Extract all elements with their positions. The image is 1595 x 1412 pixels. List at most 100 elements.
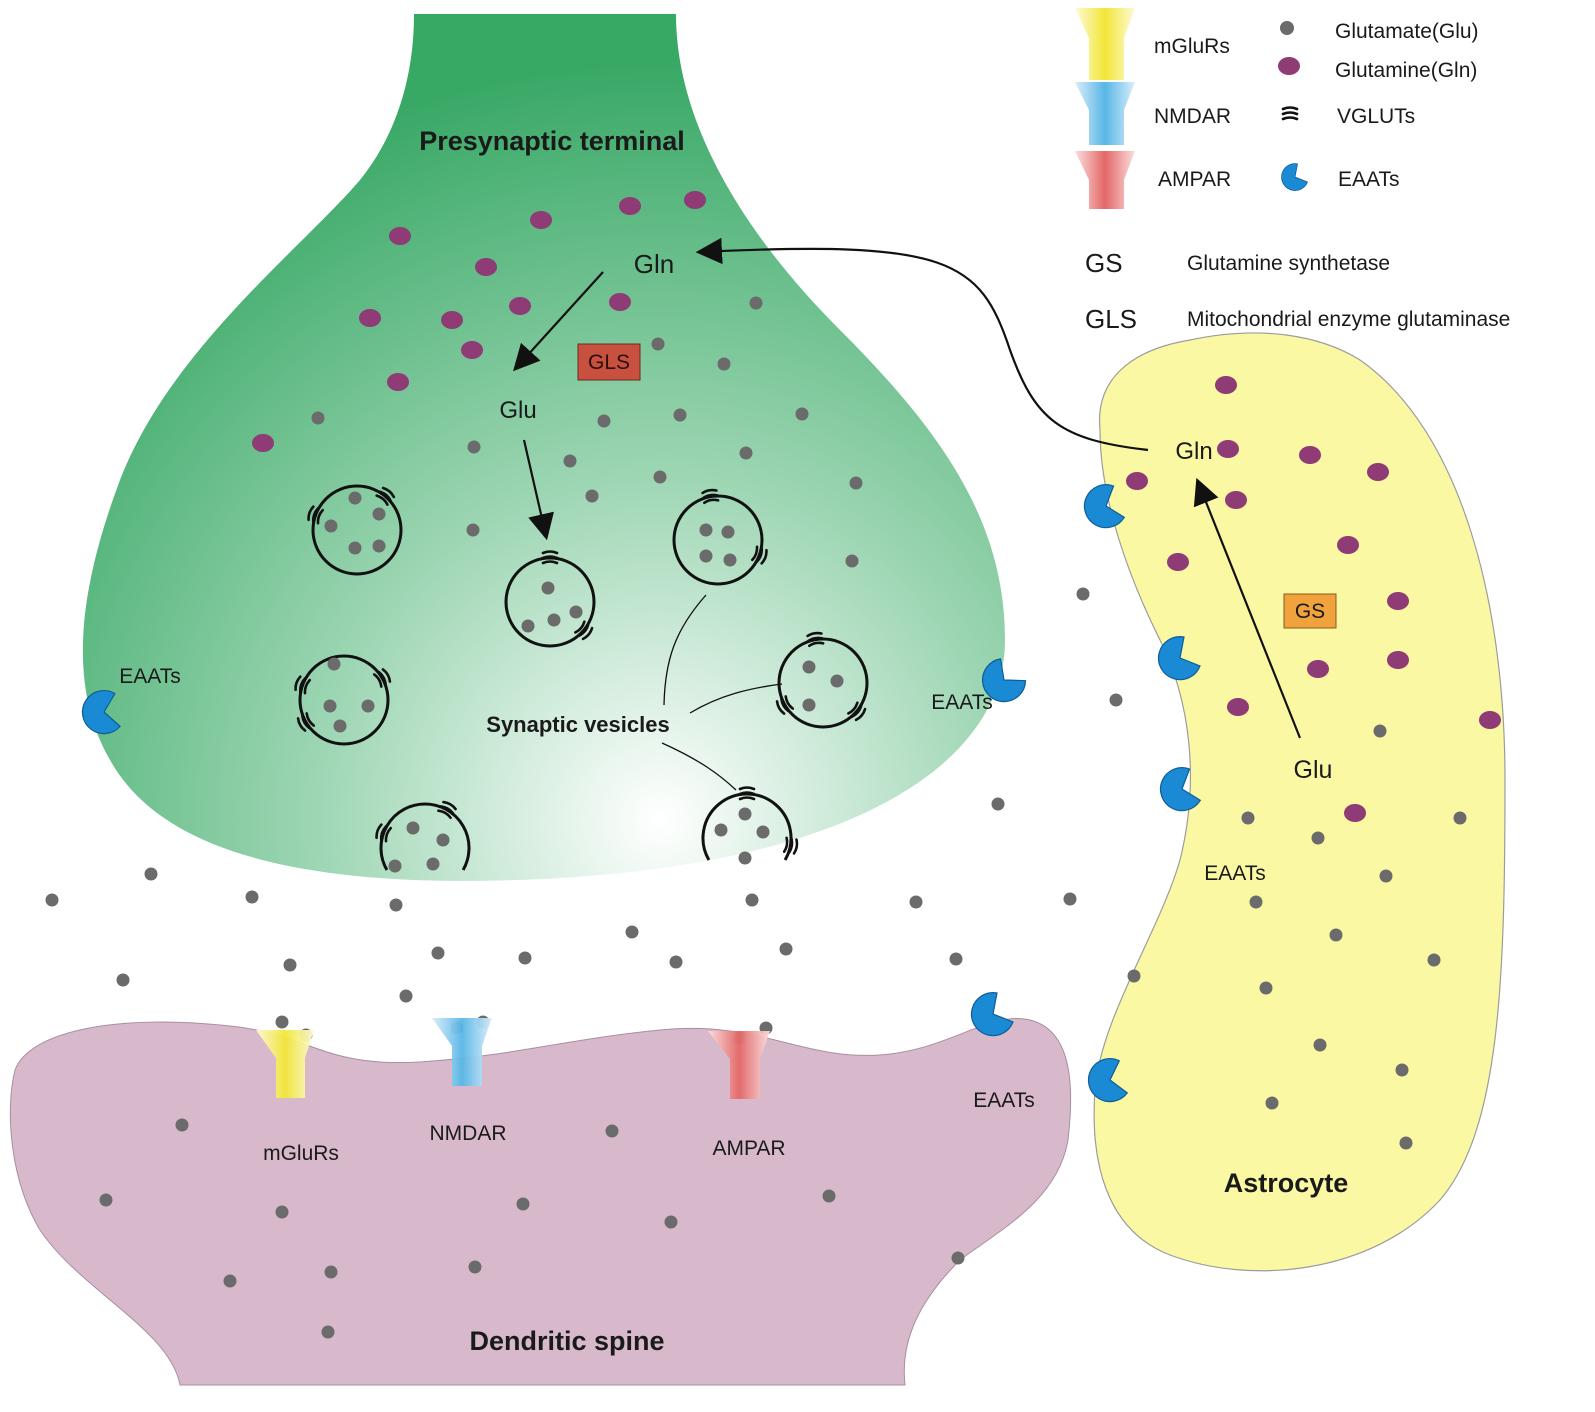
vesicle-glutamate-dot: [324, 519, 338, 533]
glutamate-dot: [673, 408, 687, 422]
legend-gs-full: Glutamine synthetase: [1187, 252, 1390, 275]
glutamate-dot: [849, 476, 863, 490]
legend-glutamine-label: Glutamine(Gln): [1335, 59, 1477, 82]
glutamine-dot: [1217, 440, 1239, 458]
glutamine-dot: [1307, 660, 1329, 678]
glutamate-dot: [144, 867, 158, 881]
dendrite-eaats-label: EAATs: [973, 1089, 1034, 1112]
glutamine-dot: [609, 293, 631, 311]
legend-mglurs-label: mGluRs: [1154, 35, 1230, 58]
astrocyte-gln-label: Gln: [1175, 438, 1212, 465]
glutamate-dot: [1109, 693, 1123, 707]
glutamine-dot: [619, 197, 641, 215]
astrocyte-cell: [1093, 332, 1506, 1272]
presynaptic-title: Presynaptic terminal: [419, 126, 685, 156]
vesicle-glutamate-dot: [802, 660, 816, 674]
vesicle-glutamate-dot: [569, 605, 583, 619]
presynaptic-eaats-left-label: EAATs: [119, 665, 180, 688]
glutamate-dot: [745, 893, 759, 907]
glutamate-dot: [324, 1265, 338, 1279]
glutamate-dot: [625, 925, 639, 939]
glu-to-vesicle-arrow: [522, 439, 554, 541]
glutamate-dot: [795, 407, 809, 421]
glutamine-dot: [1225, 491, 1247, 509]
glutamate-dot: [389, 898, 403, 912]
glutamate-dot: [311, 411, 325, 425]
glutamine-dot: [441, 311, 463, 329]
glutamine-dot: [1479, 711, 1501, 729]
vesicle-membrane: [701, 792, 793, 861]
synaptic-vesicles: [292, 484, 869, 873]
glutamine-dot: [389, 227, 411, 245]
glutamate-dot: [518, 951, 532, 965]
vesicle-glutamate-dot: [348, 541, 362, 555]
glutamate-dot: [779, 942, 793, 956]
vglut-transporter: [782, 836, 800, 855]
glutamate-dot: [949, 952, 963, 966]
glutamate-dot: [399, 989, 413, 1003]
glutamate-dot: [1311, 831, 1325, 845]
vesicle-glutamate-dot: [426, 857, 440, 871]
glutamate-dot: [749, 296, 763, 310]
legend-nmdar-icon: [1075, 82, 1135, 145]
vesicle-glutamate-dot: [699, 523, 713, 537]
vesicle-glutamate-dot: [802, 698, 816, 712]
glutamate-dot: [563, 454, 577, 468]
glutamate-dot: [1241, 811, 1255, 825]
legend-eaats-label: EAATs: [1338, 168, 1399, 191]
glutamate-dot: [653, 470, 667, 484]
legend-nmdar-label: NMDAR: [1154, 105, 1231, 128]
glutamine-dot: [1337, 536, 1359, 554]
vesicle-glutamate-dot: [721, 525, 735, 539]
astrocyte-glu-label: Glu: [1294, 756, 1333, 784]
astrocyte-eaats-label: EAATs: [1204, 862, 1265, 885]
legend: mGluRs NMDAR AMPAR Glutamate(Glu) Glutam…: [1075, 8, 1510, 334]
gln-transfer-arrow: [695, 237, 1149, 452]
glutamate-dot: [466, 523, 480, 537]
legend-vgluts-icon: [1281, 106, 1299, 121]
vesicle-glutamate-dot: [756, 825, 770, 839]
vesicle-glutamate-dot: [436, 833, 450, 847]
dendritic-spine: [9, 1018, 1072, 1386]
vesicle-glutamate-dot: [323, 699, 337, 713]
ampar-receptor: [708, 1031, 770, 1099]
glutamate-dot: [845, 554, 859, 568]
vesicle-glutamate-dot: [372, 539, 386, 553]
glutamate-dot: [1127, 969, 1141, 983]
nmdar-receptor: [432, 1018, 492, 1086]
glutamate-dot: [1453, 811, 1467, 825]
vesicle-membrane: [311, 484, 403, 576]
glutamine-dot: [509, 297, 531, 315]
vesicle-membrane: [298, 654, 390, 746]
vesicle-glutamate-dot: [372, 507, 386, 521]
glutamate-dot: [1329, 928, 1343, 942]
gls-enzyme-box: [577, 343, 641, 381]
glutamate-dot: [516, 1197, 530, 1211]
legend-glutamine-icon: [1278, 57, 1300, 75]
glutamate-dot: [1399, 1136, 1413, 1150]
vesicle-glutamate-dot: [699, 549, 713, 563]
glutamate-dot: [223, 1274, 237, 1288]
glutamine-dot: [1215, 376, 1237, 394]
presynaptic-glu-label: Glu: [499, 397, 536, 424]
vesicle-glutamate-dot: [406, 821, 420, 835]
glutamine-dot: [1227, 698, 1249, 716]
glutamate-dot: [1395, 1063, 1409, 1077]
vesicle-glutamate-dot: [521, 619, 535, 633]
glutamate-dot: [175, 1118, 189, 1132]
legend-gls-abbr: GLS: [1085, 304, 1137, 334]
glutamate-dot: [951, 1251, 965, 1265]
glutamate-dot: [605, 1124, 619, 1138]
gs-box-label: GS: [1295, 600, 1325, 623]
presynaptic-gln-label: Gln: [634, 249, 674, 279]
legend-vgluts-label: VGLUTs: [1337, 105, 1415, 128]
glutamate-molecules: [45, 296, 1467, 1339]
vesicle-membrane: [504, 556, 596, 648]
glutamate-dot: [275, 1015, 289, 1029]
glutamine-dot: [387, 373, 409, 391]
gln-to-glu-arrow: [513, 271, 604, 372]
glutamate-dot: [1076, 587, 1090, 601]
vesicle-glutamate-dot: [333, 719, 347, 733]
legend-glutamate-icon: [1280, 21, 1294, 35]
ampar-receptor-label: AMPAR: [712, 1137, 785, 1160]
